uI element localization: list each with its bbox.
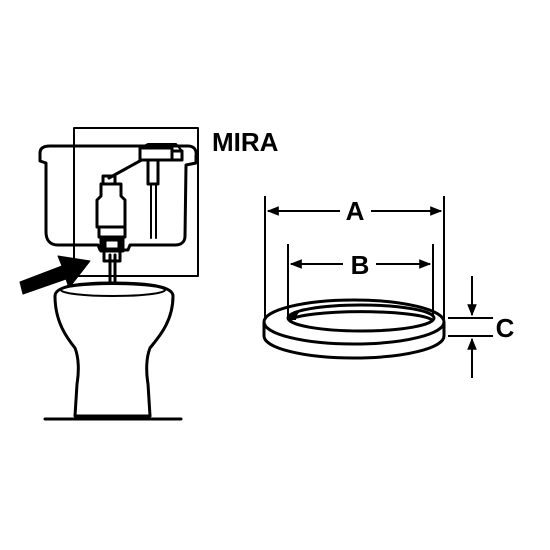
bowl-rim <box>60 283 166 297</box>
dimension-b: B <box>289 250 432 280</box>
washer-inner-wall <box>289 310 433 322</box>
dimension-a-label: A <box>346 196 365 226</box>
flush-valve <box>95 174 127 292</box>
washer <box>262 298 446 360</box>
dimension-c: C <box>467 276 515 378</box>
dimension-b-label: B <box>351 250 370 280</box>
dimension-c-label: C <box>496 313 515 343</box>
float-mechanism <box>107 143 184 239</box>
washer-inner-edge <box>286 303 436 333</box>
dimension-a: A <box>266 196 443 226</box>
dimension-guides <box>264 196 493 337</box>
zoom-frame <box>73 127 199 277</box>
toilet-bowl <box>53 281 175 418</box>
washer-inner-shade <box>288 308 305 320</box>
arrow-right-icon <box>19 255 91 295</box>
toilet-illustration <box>19 127 199 421</box>
brand-label: MIRA <box>212 127 279 157</box>
